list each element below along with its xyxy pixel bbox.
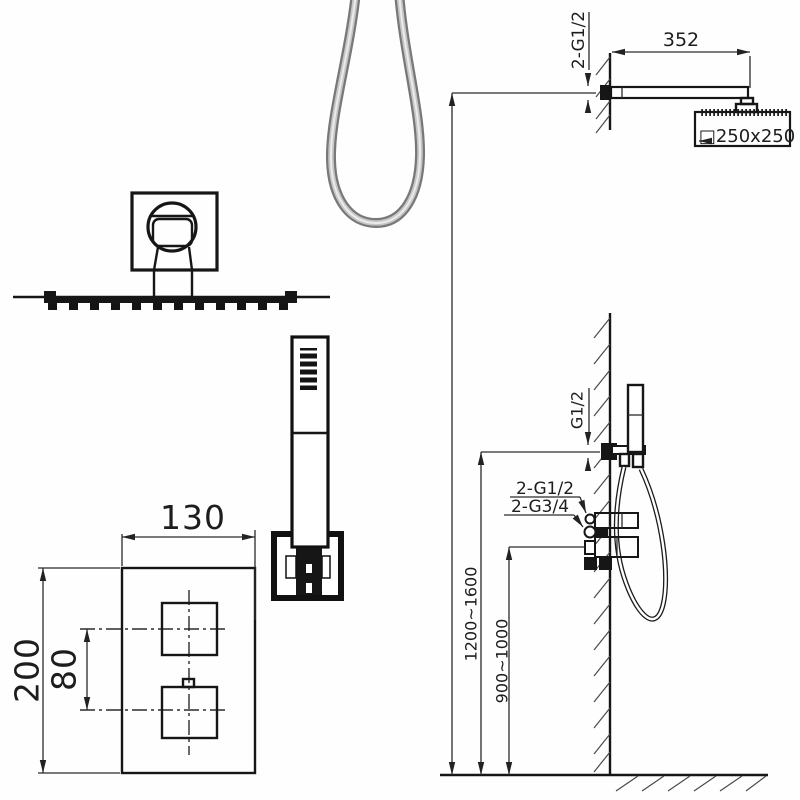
plate-end-left bbox=[44, 291, 56, 297]
installation-side-view: □250x250 352 2-G1/2 G1/2 bbox=[440, 11, 795, 792]
shower-hose-loop bbox=[325, 0, 426, 229]
callout-mixer-connections: 2-G1/2 2-G3/4 bbox=[504, 479, 587, 528]
mixer-connection-bottom-label: 2-G3/4 bbox=[511, 497, 569, 517]
wall-hatching-bottom bbox=[593, 317, 611, 773]
callout-holder-connection: G1/2 bbox=[568, 388, 592, 471]
shower-arm-side-view bbox=[600, 85, 759, 114]
arm-wall-flange bbox=[600, 85, 611, 100]
mixer-height-label: 900~1000 bbox=[493, 619, 512, 704]
dimension-holder-height: 1200~1600 bbox=[462, 451, 600, 775]
plate-end-right bbox=[285, 291, 297, 297]
mixer-connection-top-label: 2-G1/2 bbox=[516, 479, 574, 499]
box-width-label: 130 bbox=[160, 498, 226, 537]
nozzle-row bbox=[46, 303, 294, 310]
hand-shower-handle bbox=[290, 335, 330, 549]
head-size-label: □250x250 bbox=[699, 126, 795, 147]
arm-connection-label: 2-G1/2 bbox=[569, 11, 589, 69]
holder-height-label: 1200~1600 bbox=[462, 567, 481, 662]
mixer-valve-side-view bbox=[583, 512, 639, 570]
dimension-arm-length: 352 bbox=[612, 29, 751, 88]
dimension-overall-height bbox=[448, 92, 596, 775]
floor-hatching bbox=[615, 775, 767, 792]
hand-shower-hose bbox=[613, 466, 669, 622]
ceiling-shower-head-front-view bbox=[13, 191, 330, 310]
valve-box-front-view: 130 200 80 bbox=[8, 498, 257, 775]
spray-face-stripes bbox=[300, 348, 317, 390]
shower-plate bbox=[44, 296, 297, 303]
callout-arm-connection: 2-G1/2 bbox=[569, 11, 592, 113]
dimension-box-width: 130 bbox=[121, 498, 256, 620]
dimension-handle-spacing: 80 bbox=[45, 629, 91, 710]
holder-connection-label: G1/2 bbox=[568, 391, 587, 429]
dimension-mixer-height: 900~1000 bbox=[493, 546, 585, 775]
hand-shower-handle-side bbox=[626, 383, 645, 454]
arm-length-label: 352 bbox=[663, 29, 699, 51]
inlet-fitting-top bbox=[584, 513, 596, 525]
inlet-fitting-bottom bbox=[583, 525, 597, 539]
dimension-box-height: 200 bbox=[8, 567, 120, 774]
box-height-label: 200 bbox=[8, 637, 47, 703]
overhead-shower-side-view: □250x250 bbox=[693, 109, 795, 148]
handle-spacing-label: 80 bbox=[45, 647, 84, 691]
hand-shower-front-view bbox=[271, 335, 344, 601]
